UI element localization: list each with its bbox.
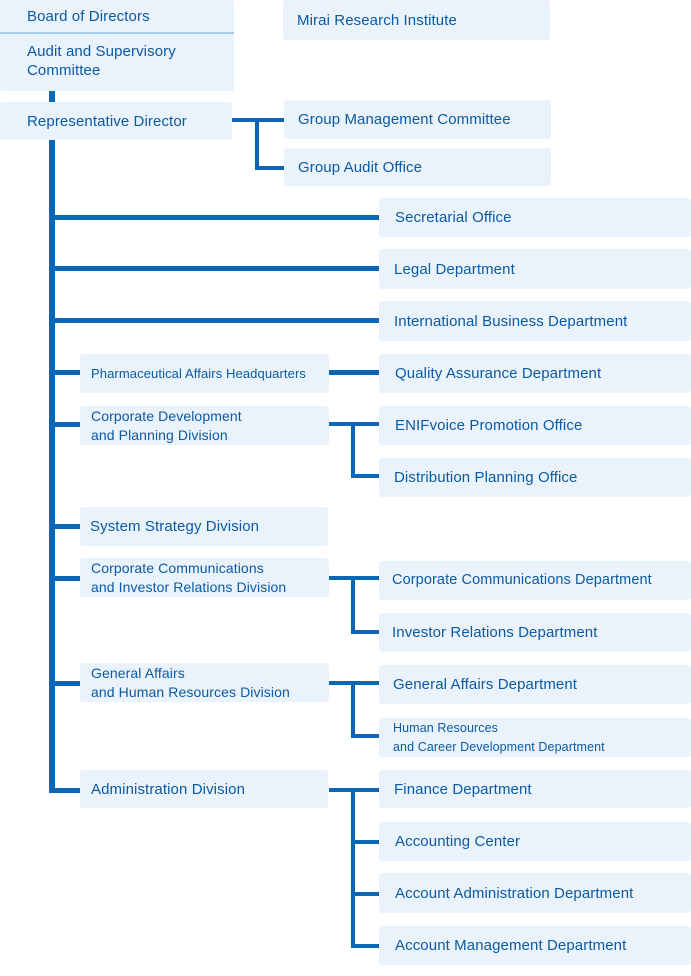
account-management-label: Account Management Department	[395, 937, 627, 954]
group-audit-office-label: Group Audit Office	[298, 158, 423, 176]
group-management-committee-label: Group Management Committee	[298, 111, 511, 128]
corporate-communications-division: Corporate Communications and Investor Re…	[80, 558, 329, 597]
connector-corpcomm-ir	[351, 630, 379, 634]
corp-comm-dept-label: Corporate Communications Department	[392, 572, 652, 588]
connector-admin-accmgmt	[351, 944, 379, 948]
finance-department: Finance Department	[379, 770, 691, 808]
audit-committee-label: Audit and Supervisory Committee	[27, 43, 176, 79]
connector-admin-vert	[351, 788, 355, 948]
finance-label: Finance Department	[394, 780, 532, 798]
account-administration-label: Account Administration Department	[395, 884, 634, 902]
board-of-directors-label: Board of Directors	[27, 8, 150, 25]
secretarial-office: Secretarial Office	[379, 198, 691, 237]
human-resources-department: Human Resources and Career Development D…	[379, 718, 691, 757]
quality-assurance-label: Quality Assurance Department	[395, 365, 602, 382]
legal-department: Legal Department	[379, 249, 691, 289]
international-business-department: International Business Department	[379, 301, 691, 341]
connector-pharma-qa	[329, 370, 379, 375]
group-audit-office: Group Audit Office	[284, 148, 551, 186]
international-business-department-label: International Business Department	[394, 312, 628, 330]
connector-admin-accounting	[351, 840, 379, 844]
board-divider	[0, 32, 234, 34]
connector-corpcomm	[49, 576, 80, 581]
pharmaceutical-affairs-headquarters: Pharmaceutical Affairs Headquarters	[80, 354, 329, 393]
connector-secretarial	[49, 215, 379, 220]
general-affairs-department: General Affairs Department	[379, 665, 691, 704]
representative-director: Representative Director	[0, 102, 232, 140]
connector-system	[49, 524, 80, 529]
corp-dev-division-label: Corporate Development and Planning Divis…	[91, 407, 242, 443]
connector-legal	[49, 266, 379, 271]
connector-board-rep	[49, 91, 55, 103]
connector-pharma	[49, 370, 80, 375]
legal-department-label: Legal Department	[394, 260, 515, 278]
corporate-communications-department: Corporate Communications Department	[379, 561, 691, 600]
system-strategy-label: System Strategy Division	[90, 518, 260, 535]
accounting-center: Accounting Center	[379, 822, 691, 861]
connector-admin	[49, 788, 80, 793]
connector-rep-vertical	[255, 118, 259, 170]
investor-relations-department: Investor Relations Department	[379, 613, 691, 652]
mirai-research-institute: Mirai Research Institute	[283, 0, 550, 40]
general-affairs-division-label: General Affairs and Human Resources Divi…	[91, 664, 290, 700]
connector-general-hr	[351, 734, 379, 738]
connector-international	[49, 318, 379, 323]
general-affairs-division: General Affairs and Human Resources Divi…	[80, 663, 329, 702]
connector-general-vert	[351, 681, 355, 738]
connector-audit-office	[255, 166, 284, 170]
pharma-division-label: Pharmaceutical Affairs Headquarters	[91, 366, 306, 381]
distribution-planning-office: Distribution Planning Office	[379, 458, 691, 497]
investor-relations-label: Investor Relations Department	[392, 624, 598, 641]
enifvoice-promotion-office: ENIFvoice Promotion Office	[379, 406, 691, 445]
account-administration-department: Account Administration Department	[379, 873, 691, 913]
quality-assurance-department: Quality Assurance Department	[379, 354, 691, 393]
corporate-development-division: Corporate Development and Planning Divis…	[80, 406, 329, 445]
corp-comm-division-label: Corporate Communications and Investor Re…	[91, 559, 287, 595]
connector-corpdev-dist	[351, 474, 379, 478]
enifvoice-label: ENIFvoice Promotion Office	[395, 417, 583, 434]
distribution-planning-label: Distribution Planning Office	[394, 469, 578, 486]
system-strategy-division: System Strategy Division	[80, 507, 328, 546]
connector-admin-accadmin	[351, 892, 379, 896]
representative-director-label: Representative Director	[27, 112, 187, 130]
account-management-department: Account Management Department	[379, 926, 691, 965]
connector-corpcomm-vert	[351, 576, 355, 634]
secretarial-office-label: Secretarial Office	[395, 209, 512, 226]
human-resources-label: Human Resources and Career Development D…	[393, 720, 605, 754]
administration-division: Administration Division	[80, 770, 328, 808]
general-affairs-dept-label: General Affairs Department	[393, 676, 578, 693]
mirai-label: Mirai Research Institute	[297, 11, 457, 29]
board-box: Board of Directors Audit and Supervisory…	[0, 0, 234, 91]
connector-trunk	[49, 140, 55, 793]
administration-division-label: Administration Division	[91, 780, 246, 798]
group-management-committee: Group Management Committee	[284, 100, 551, 139]
connector-corpdev-vert	[351, 422, 355, 478]
connector-general	[49, 681, 80, 686]
accounting-center-label: Accounting Center	[395, 833, 521, 850]
connector-corpdev	[49, 422, 80, 427]
